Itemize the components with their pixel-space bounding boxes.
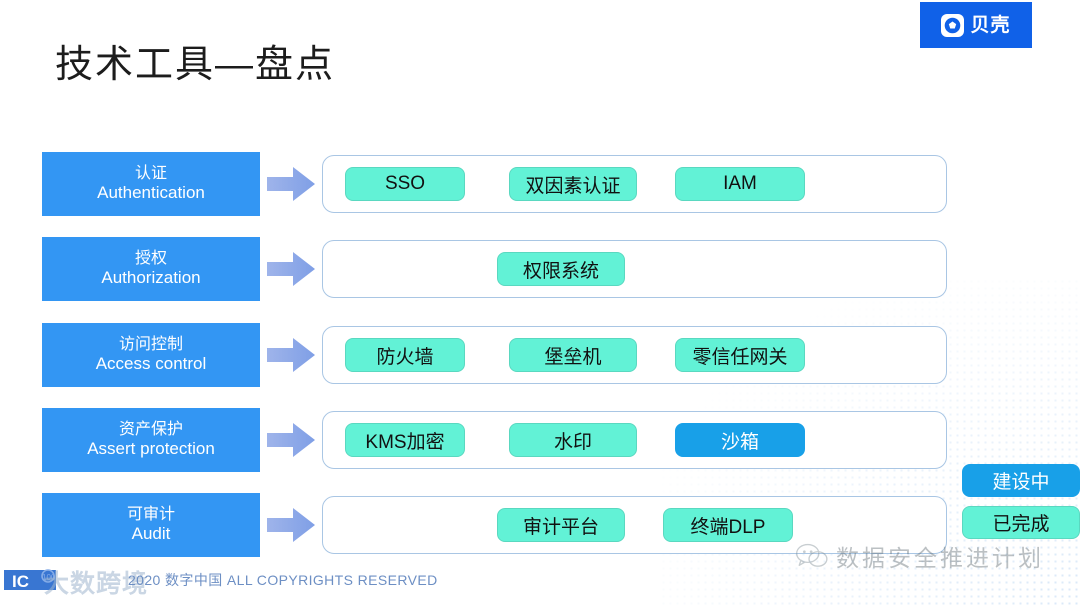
category-box: 可审计 Audit [42, 493, 260, 557]
tool-pill[interactable]: 水印 [509, 423, 637, 457]
category-box: 资产保护 Assert protection [42, 408, 260, 472]
footer-copyright: 2020 数字中国 ALL COPYRIGHTS RESERVED [128, 572, 438, 588]
brand-name: 贝壳 [970, 14, 1011, 36]
tool-pill-wip[interactable]: 沙箱 [675, 423, 805, 457]
tool-pill[interactable]: 堡垒机 [509, 338, 637, 372]
tool-pill[interactable]: IAM [675, 167, 805, 201]
arrow-right-icon [260, 323, 322, 387]
capability-row: 可审计 Audit 审计平台 终端DLP [42, 493, 947, 557]
category-label-cn: 授权 [134, 249, 167, 267]
shell-hexagon-icon [941, 13, 965, 37]
category-label-en: Authorization [101, 268, 201, 288]
capability-row: 授权 Authorization 权限系统 [42, 237, 947, 301]
legend-item-done[interactable]: 已完成 [962, 506, 1080, 539]
tool-pill[interactable]: 审计平台 [497, 508, 625, 542]
category-label-en: Authentication [97, 183, 205, 203]
tools-container: KMS加密 水印 沙箱 [322, 411, 947, 469]
tool-pill[interactable]: SSO [345, 167, 465, 201]
arrow-right-icon [260, 237, 322, 301]
tools-container: 审计平台 终端DLP [322, 496, 947, 554]
category-label-cn: 访问控制 [118, 335, 183, 353]
category-label-en: Access control [95, 354, 207, 374]
footer: IC 100 大数跨境 2020 数字中国 ALL COPYRIGHTS RES… [0, 564, 1080, 598]
category-label-cn: 可审计 [126, 505, 175, 523]
footer-watermark-text: 大数跨境 [44, 570, 149, 598]
category-box: 认证 Authentication [42, 152, 260, 216]
arrow-right-icon [260, 408, 322, 472]
footer-logo-icon: IC 100 [4, 567, 124, 593]
tool-pill[interactable]: 终端DLP [663, 508, 793, 542]
capability-row: 访问控制 Access control 防火墙 堡垒机 零信任网关 [42, 323, 947, 387]
tools-container: SSO 双因素认证 IAM [322, 155, 947, 213]
arrow-right-icon [260, 152, 322, 216]
tool-pill[interactable]: 权限系统 [497, 252, 625, 286]
capability-row: 资产保护 Assert protection KMS加密 水印 沙箱 [42, 408, 947, 472]
capability-row: 认证 Authentication SSO 双因素认证 IAM [42, 152, 947, 216]
page-title: 技术工具—盘点 [55, 44, 336, 86]
tool-pill[interactable]: 双因素认证 [509, 167, 637, 201]
arrow-right-icon [260, 493, 322, 557]
category-label-cn: 认证 [134, 164, 167, 182]
svg-text:100: 100 [42, 573, 56, 582]
category-label-en: Assert protection [87, 439, 215, 459]
category-label-en: Audit [131, 524, 171, 544]
tools-container: 权限系统 [322, 240, 947, 298]
tool-pill[interactable]: KMS加密 [345, 423, 465, 457]
tools-container: 防火墙 堡垒机 零信任网关 [322, 326, 947, 384]
category-box: 访问控制 Access control [42, 323, 260, 387]
category-label-cn: 资产保护 [118, 420, 183, 438]
svg-text:IC: IC [12, 572, 29, 591]
legend-item-wip[interactable]: 建设中 [962, 464, 1080, 497]
status-legend: 建设中 已完成 [962, 464, 1080, 539]
tool-pill[interactable]: 防火墙 [345, 338, 465, 372]
tool-pill[interactable]: 零信任网关 [675, 338, 805, 372]
brand-logo-beike: 贝壳 [920, 2, 1032, 48]
category-box: 授权 Authorization [42, 237, 260, 301]
